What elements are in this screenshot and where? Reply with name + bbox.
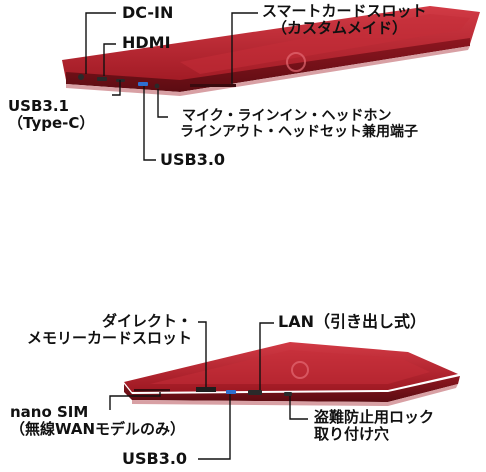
label-audio-jack: マイク・ラインイン・ヘッドホン ラインアウト・ヘッドセット兼用端子 (180, 108, 418, 141)
bottom-usb30-port (226, 390, 236, 394)
nano-sim-slot (134, 389, 170, 392)
label-nano-sim-line1: nano SIM (10, 403, 89, 421)
label-nano-sim: nano SIM （無線WANモデルのみ） (10, 403, 186, 439)
laptop-top-side (66, 38, 470, 92)
hdmi-port (97, 77, 107, 81)
laptop-bottom-view (124, 342, 460, 406)
usb31-leader (112, 80, 121, 96)
lan-leader (259, 322, 274, 390)
direct-memory-leader (198, 321, 207, 387)
laptop-top-view (62, 6, 480, 96)
usb30-leader (143, 86, 156, 161)
label-audio-line1: マイク・ラインイン・ヘッドホン (182, 108, 392, 124)
laptop-top-lid-highlight (180, 14, 470, 74)
label-hdmi: HDMI (122, 33, 171, 52)
label-security-lock-line2: 取り付け穴 (314, 425, 390, 444)
audio-jack (154, 83, 160, 89)
label-smartcard-line1: スマートカードスロット (262, 2, 427, 20)
label-direct-memory-line2: メモリーカードスロット (26, 329, 192, 348)
laptop-top-logo (286, 52, 306, 72)
lan-port (248, 390, 262, 395)
usb30-port (138, 82, 148, 86)
label-security-lock-line1: 盗難防止用ロック (314, 408, 435, 426)
smartcard-leader (231, 12, 258, 84)
label-dc-in: DC-IN (122, 3, 174, 22)
label-usb31: USB3.1 （Type-C） (8, 97, 95, 133)
label-smartcard-line2: （カスタムメイド） (272, 19, 408, 38)
dc-in-port (78, 74, 84, 80)
label-usb31-line1: USB3.1 (8, 97, 69, 115)
bottom-usb30-leader (198, 394, 231, 460)
dc-in-leader (85, 12, 116, 74)
memory-card-slot (196, 387, 216, 392)
audio-leader (157, 89, 168, 118)
bottom-leader-lines (109, 321, 308, 460)
label-direct-memory-line1: ダイレクト・ (101, 312, 192, 330)
label-lan: LAN（引き出し式） (278, 312, 426, 331)
smartcard-slot (190, 84, 236, 87)
label-audio-line2: ラインアウト・ヘッドセット兼用端子 (180, 124, 418, 141)
label-direct-memory: ダイレクト・ メモリーカードスロット (4, 312, 192, 348)
nano-sim-leader (109, 392, 161, 410)
hdmi-leader (103, 43, 116, 76)
laptop-bottom-side (124, 376, 460, 402)
top-leader-lines (85, 12, 258, 161)
label-usb31-line2: （Type-C） (8, 114, 95, 133)
laptop-bottom-lid-highlight (150, 350, 430, 384)
label-usb30-bottom: USB3.0 (122, 449, 188, 468)
label-smartcard: スマートカードスロット （カスタムメイド） (262, 2, 427, 38)
label-nano-sim-line2: （無線WANモデルのみ） (10, 420, 186, 439)
laptop-bottom-base-edge (132, 384, 458, 406)
lock-leader (289, 396, 308, 420)
laptop-bottom-logo (291, 361, 309, 379)
label-security-lock: 盗難防止用ロック 取り付け穴 (314, 408, 435, 444)
security-lock-slot (284, 392, 292, 396)
label-usb30-top: USB3.0 (160, 150, 226, 169)
